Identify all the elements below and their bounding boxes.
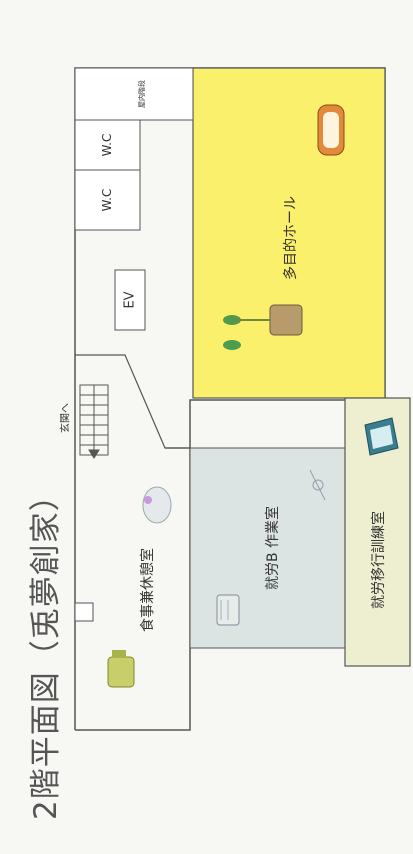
entrance-stairs bbox=[79, 384, 109, 459]
stairs-room bbox=[74, 67, 194, 121]
ev-box bbox=[114, 269, 146, 331]
hall-room-label: 多目的ホール bbox=[283, 196, 299, 280]
training-room bbox=[344, 397, 411, 667]
tray-icon bbox=[317, 104, 345, 156]
scissors-icon bbox=[309, 469, 326, 501]
training-room-label: 就労移行訓練室 bbox=[371, 511, 387, 609]
work-b-room-label: 就労B 作業室 bbox=[265, 505, 281, 591]
wc-label-2: W.C bbox=[100, 133, 114, 157]
dining-room-label: 食事兼休憩室 bbox=[140, 548, 156, 632]
stairs-label: 屋内階段 bbox=[138, 80, 146, 108]
wc-label-1: W.C bbox=[100, 188, 114, 212]
wc-room-1 bbox=[74, 169, 141, 231]
plant-pot-icon bbox=[223, 304, 303, 350]
ev-label: EV bbox=[122, 291, 138, 309]
corridor-wall bbox=[75, 354, 190, 449]
cup-icon bbox=[107, 650, 135, 688]
book-icon bbox=[364, 417, 399, 456]
trash-can-icon bbox=[216, 594, 240, 626]
wc-room-2 bbox=[74, 119, 141, 171]
dining-counter bbox=[74, 602, 94, 622]
lamp-icon bbox=[142, 486, 172, 524]
entrance-label: 玄関へ bbox=[60, 403, 72, 433]
